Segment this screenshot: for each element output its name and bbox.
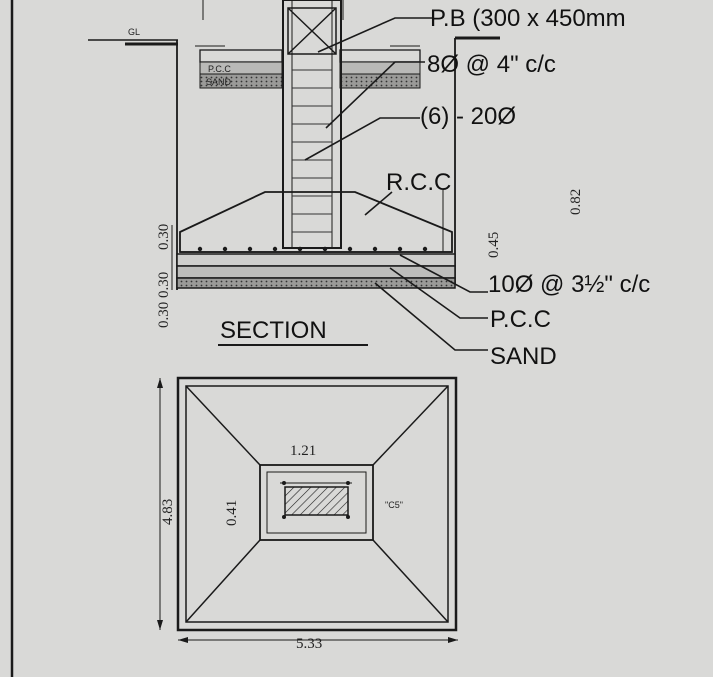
sand-small-label: SAND [206,77,232,87]
plinth-beam-left [199,49,283,63]
dim-082: 0.82 [568,189,584,215]
leader-lines [304,17,488,351]
section-view: GL P.C.C SAND [88,0,650,370]
pcc-small-label: P.C.C [208,64,231,74]
sand-label: SAND [490,343,557,370]
plan-view: 1.21 0.41 "C5" 5.33 4.83 [157,376,458,652]
ground-level-label: GL [128,27,140,37]
sloped-footing [179,191,453,253]
pcc-layer [176,265,456,279]
pcc-label: P.C.C [490,306,551,333]
sand-layer [176,277,456,289]
pedestal-height-label: 0.41 [224,500,240,526]
plinth-beam-right [339,49,421,63]
pedestal-width-label: 1.21 [290,443,316,459]
footing-width-label: 5.33 [296,636,322,652]
section-title: SECTION [220,317,327,344]
rcc-base-slab [176,253,456,267]
footing-outline-outer [176,376,458,632]
column-hatched [284,486,349,516]
dim-030-top: 0.30 [156,224,172,250]
footing-outline-inner [185,385,449,623]
pb-label: P.B (300 x 450mm [430,5,626,32]
stirrup-label: 8Ø @ 4" c/c [427,51,556,78]
mesh-bar-dots [197,246,428,252]
mesh-label: 10Ø @ 3½" c/c [488,271,650,298]
pedestal-outline [259,464,374,541]
footing-height-label: 4.83 [160,499,176,525]
column-tag-label: "C5" [385,500,403,510]
column-pedestal [282,0,342,249]
bars-label: (6) - 20Ø [420,103,516,130]
dim-045: 0.45 [486,232,502,258]
rcc-label: R.C.C [386,169,451,196]
stirrup-ticks [292,69,332,233]
dim-030-bottom: 0.30 0.30 [156,272,172,328]
